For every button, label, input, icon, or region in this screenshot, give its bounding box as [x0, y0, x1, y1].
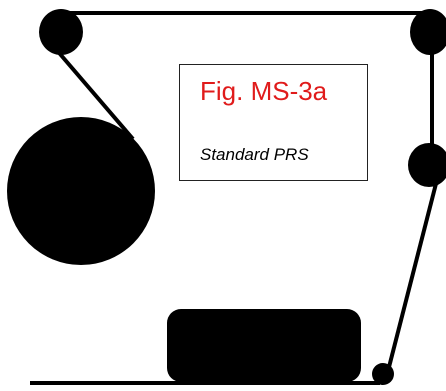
top-right-roller: [410, 9, 446, 55]
large-supply-roll: [7, 117, 155, 265]
bottom-block: [167, 309, 361, 382]
figure-label-box: Fig. MS-3a Standard PRS: [179, 64, 368, 181]
belt-left-diagonal: [46, 38, 135, 141]
belt-right-diagonal: [386, 167, 442, 372]
top-left-roller: [39, 9, 83, 55]
figure-subtitle: Standard PRS: [200, 145, 309, 164]
figure-title: Fig. MS-3a: [200, 76, 328, 106]
bottom-right-roller: [372, 363, 394, 385]
right-mid-roller: [408, 143, 446, 187]
